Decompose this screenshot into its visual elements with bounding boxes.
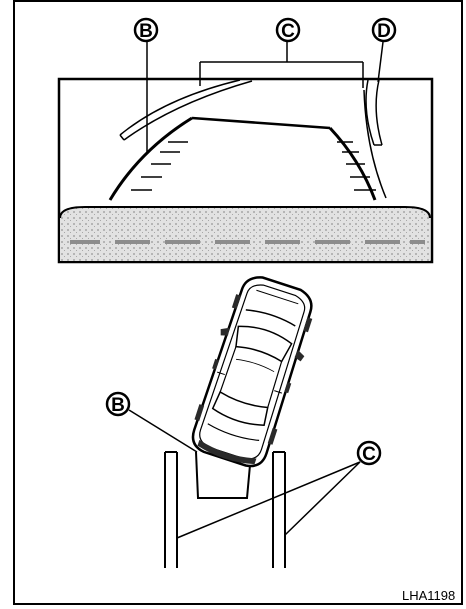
callout-c-bottom: C: [356, 440, 382, 466]
bottom-callout-leaders: [128, 409, 361, 539]
svg-text:B: B: [139, 21, 153, 42]
distance-guide-line: [363, 89, 387, 199]
callout-b-bottom: B: [105, 391, 131, 417]
vehicle-width-guide-lines: [108, 116, 377, 201]
svg-text:B: B: [111, 395, 125, 416]
parking-space-right-line: [272, 451, 286, 568]
svg-text:C: C: [281, 21, 295, 42]
svg-text:C: C: [362, 444, 376, 465]
camera-display-screen: [57, 77, 434, 264]
callout-c-top: C: [275, 17, 301, 43]
figure-code: LHA1198: [402, 588, 455, 603]
predicted-course-lines: [119, 79, 383, 146]
parking-scene: B C: [105, 276, 382, 568]
parking-space-left-line: [164, 451, 178, 568]
svg-text:D: D: [377, 21, 391, 42]
top-callout-leaders: [146, 41, 384, 152]
rear-bumper-view: [60, 207, 430, 261]
car-top-view: [191, 276, 313, 468]
vehicle-width-area: [195, 451, 251, 499]
callout-d-top: D: [371, 17, 397, 43]
callout-b-top: B: [133, 17, 159, 43]
figure-frame: [13, 0, 463, 605]
